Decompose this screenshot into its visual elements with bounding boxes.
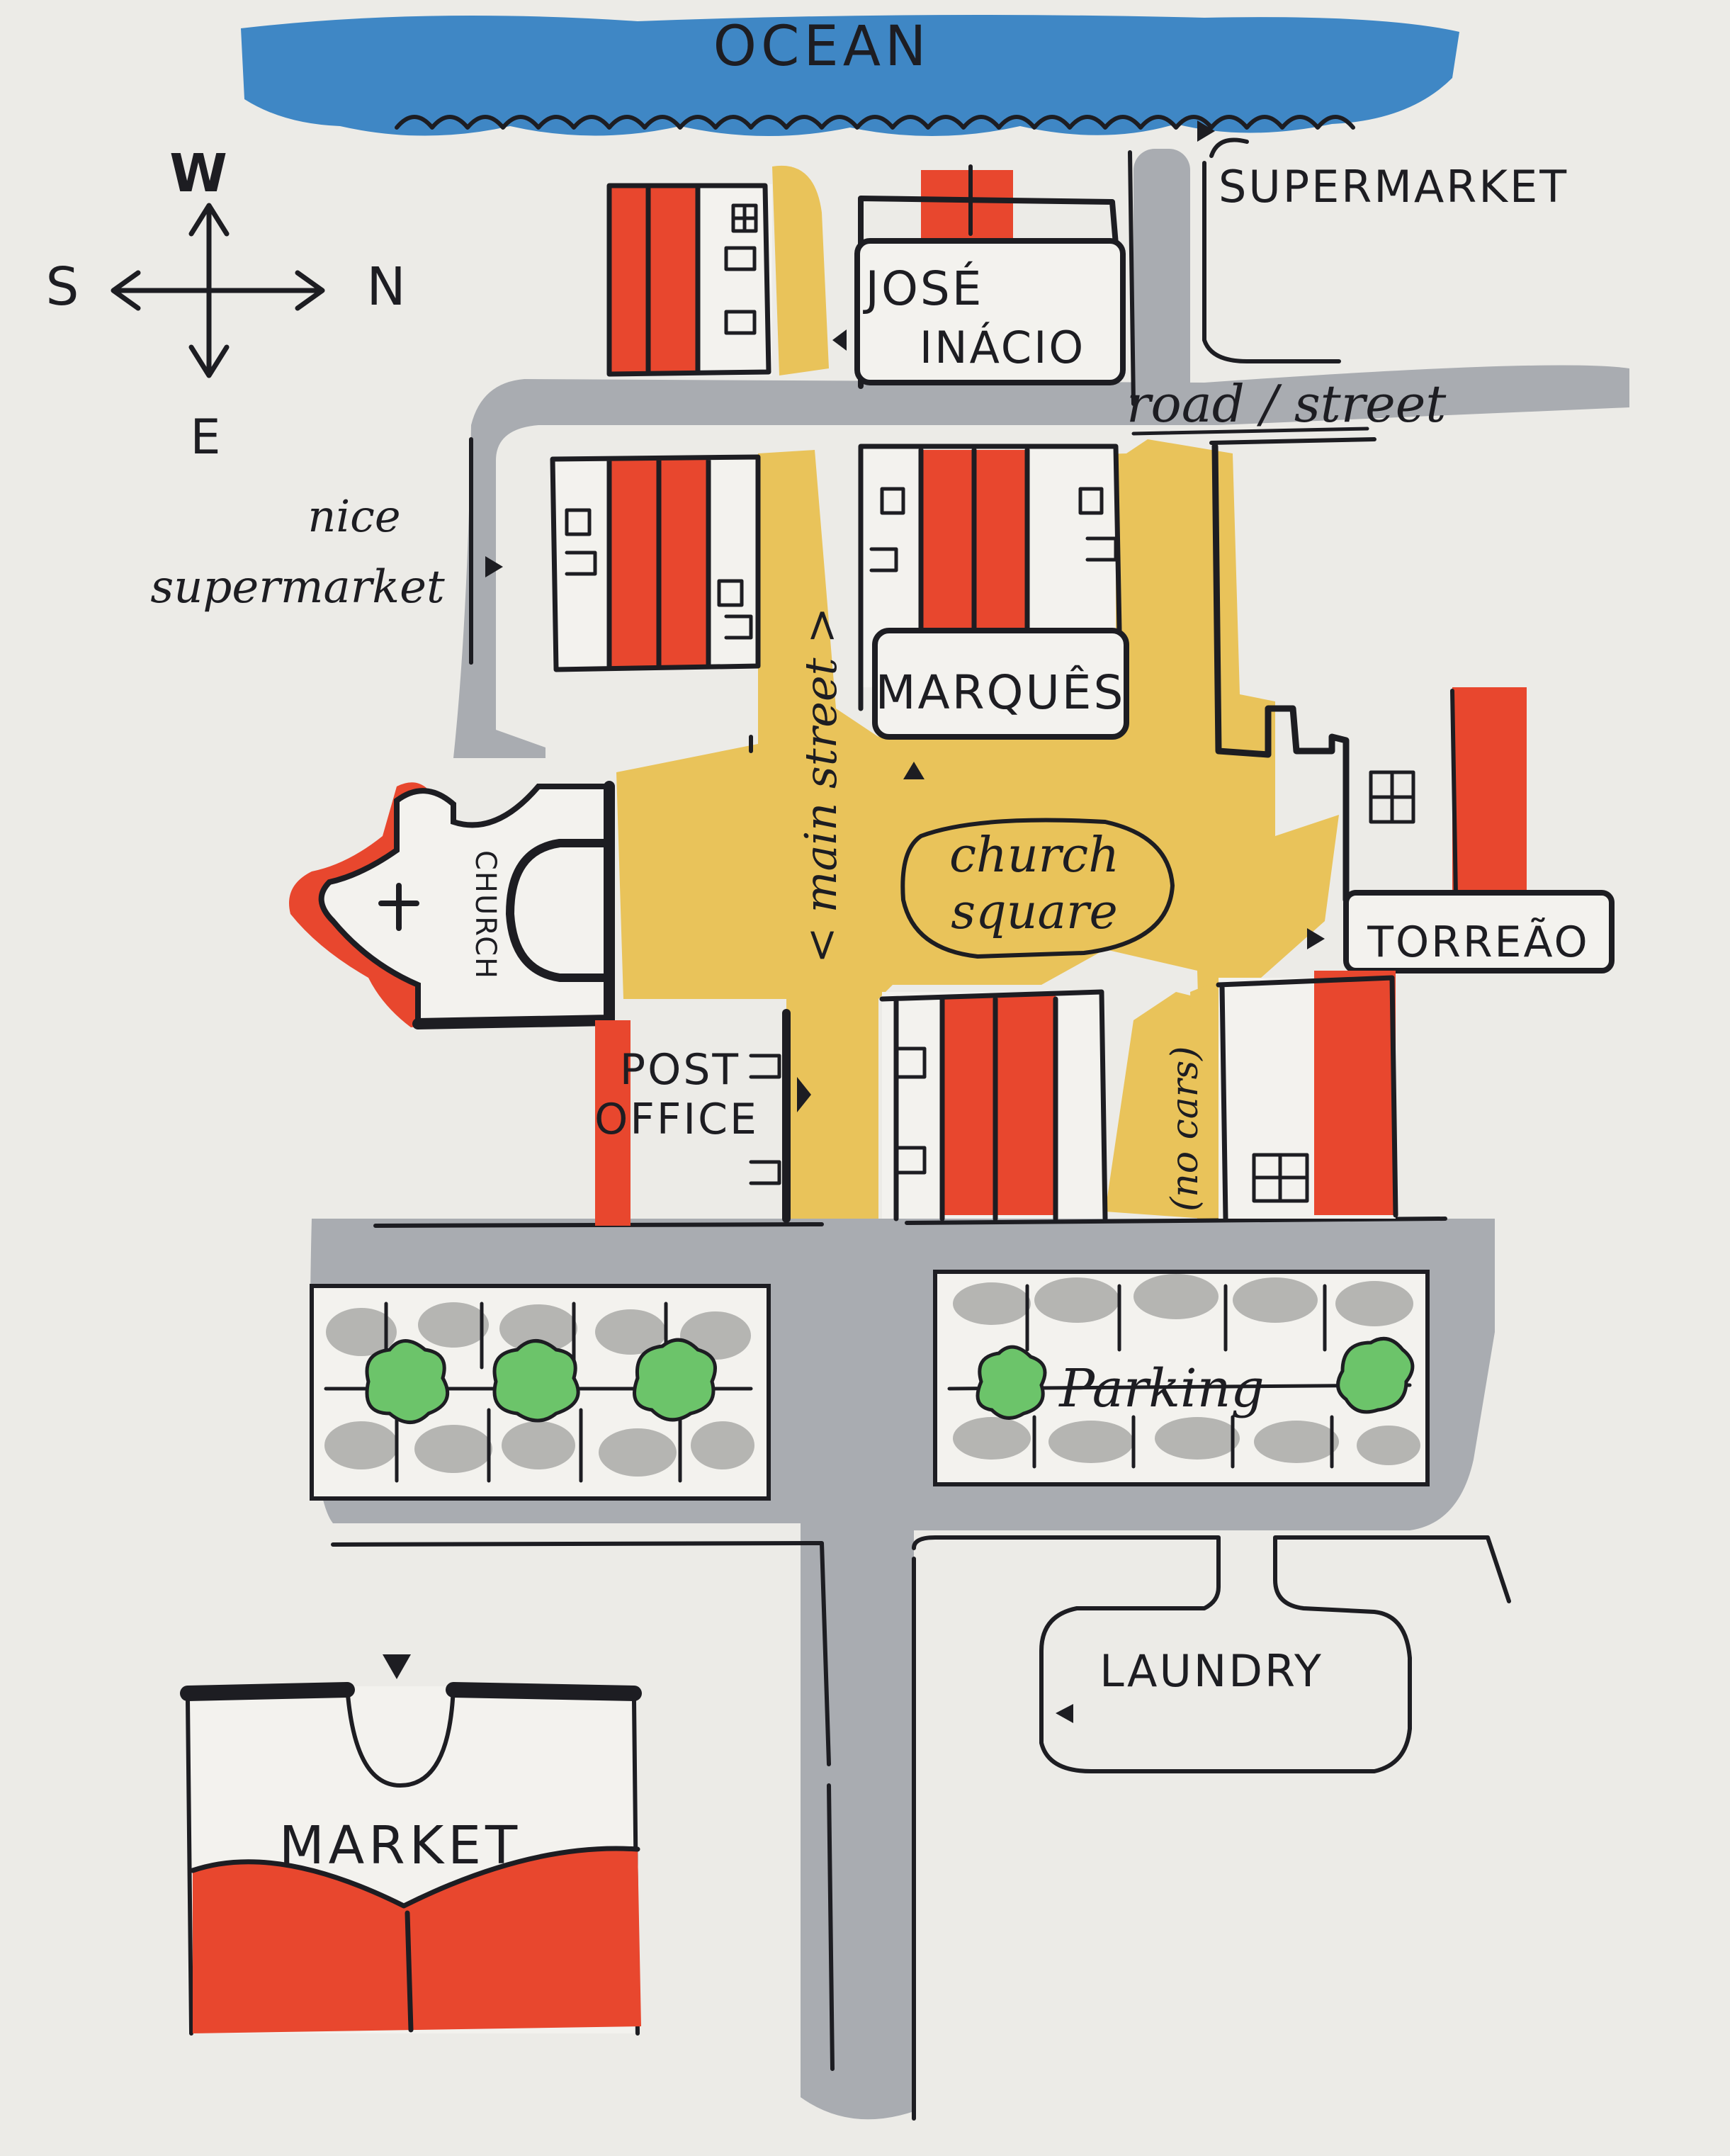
- jose-inacio: JOSÉ INÁCIO: [832, 164, 1126, 389]
- nice-supermarket: nice supermarket: [150, 451, 503, 665]
- market: MARKET: [180, 1654, 642, 2036]
- road-north-vertical: [1133, 149, 1190, 404]
- post-office-entrance-icon: [797, 1077, 811, 1112]
- road-street: road / street: [1126, 374, 1447, 436]
- road-street-label: road / street: [1126, 374, 1447, 434]
- torreao-entrance-icon: [1307, 928, 1325, 949]
- nice-supermarket-line2: supermarket: [150, 561, 445, 614]
- compass-arrows: [111, 203, 325, 378]
- laundry-entrance-icon: [1056, 1704, 1073, 1723]
- ocean-label: OCEAN: [713, 15, 931, 79]
- jose-inacio-entrance-icon: [832, 329, 847, 351]
- church-square-line1: church: [949, 828, 1119, 884]
- nice-supermarket-entrance-icon: [485, 556, 503, 577]
- road-cross: [453, 365, 1629, 758]
- church: CHURCH: [289, 781, 615, 1029]
- compass-south: S: [46, 256, 79, 317]
- tree-icon: [633, 1338, 717, 1422]
- building-lower-middle: [879, 989, 1108, 1221]
- jose-inacio-sign: [854, 238, 1126, 385]
- laundry: LAUNDRY: [1056, 1645, 1323, 1723]
- no-cars-label: (no cars): [1164, 1046, 1206, 1212]
- supermarket-entrance-icon: [1197, 120, 1215, 142]
- compass-east: E: [191, 410, 221, 465]
- jose-inacio-line1: JOSÉ: [862, 261, 983, 316]
- tree-icon: [492, 1339, 580, 1423]
- post-office: POST OFFICE: [594, 1009, 811, 1226]
- parking-lot-left: [310, 1284, 771, 1501]
- tree-icon: [365, 1339, 450, 1424]
- main-street-label: < main street >: [795, 607, 847, 964]
- marques-sign: [872, 628, 1129, 740]
- market-entrance-icon: [383, 1654, 411, 1679]
- parking-lot-right: Parking: [933, 1270, 1430, 1486]
- marques-label: MARQUÊS: [876, 665, 1126, 720]
- compass: W S N E: [46, 143, 406, 465]
- torreao-label: TORREÃO: [1367, 917, 1589, 967]
- building-mid-left: [550, 454, 761, 672]
- compass-north: N: [366, 256, 405, 317]
- ocean: OCEAN: [241, 15, 1459, 137]
- post-office-line1: POST: [620, 1045, 740, 1095]
- marques-entrance-icon: [903, 762, 925, 779]
- market-roof: [193, 1849, 641, 2033]
- jose-inacio-line2: INÁCIO: [920, 321, 1085, 373]
- torreao-sign: [1343, 890, 1615, 973]
- tree-icon: [1336, 1336, 1415, 1414]
- cross-icon: [378, 883, 419, 931]
- laundry-label: LAUNDRY: [1099, 1645, 1323, 1697]
- church-square-line2: square: [951, 884, 1118, 940]
- church-label: CHURCH: [469, 850, 502, 980]
- post-office-line2: OFFICE: [594, 1095, 759, 1144]
- tree-icon: [976, 1345, 1047, 1420]
- parking-label: Parking: [1058, 1358, 1265, 1419]
- building-marques: MARQUÊS: [858, 444, 1129, 779]
- building-lower-right: [1216, 971, 1398, 1221]
- market-label: MARKET: [279, 1815, 521, 1876]
- supermarket-label: SUPERMARKET: [1219, 161, 1568, 213]
- torreao: TORREÃO: [1211, 443, 1615, 973]
- nice-supermarket-line1: nice: [307, 490, 400, 542]
- supermarket: SUPERMARKET: [1197, 120, 1568, 213]
- building-top-left: [606, 183, 772, 377]
- compass-west: W: [169, 143, 227, 204]
- church-square: church square: [900, 818, 1175, 959]
